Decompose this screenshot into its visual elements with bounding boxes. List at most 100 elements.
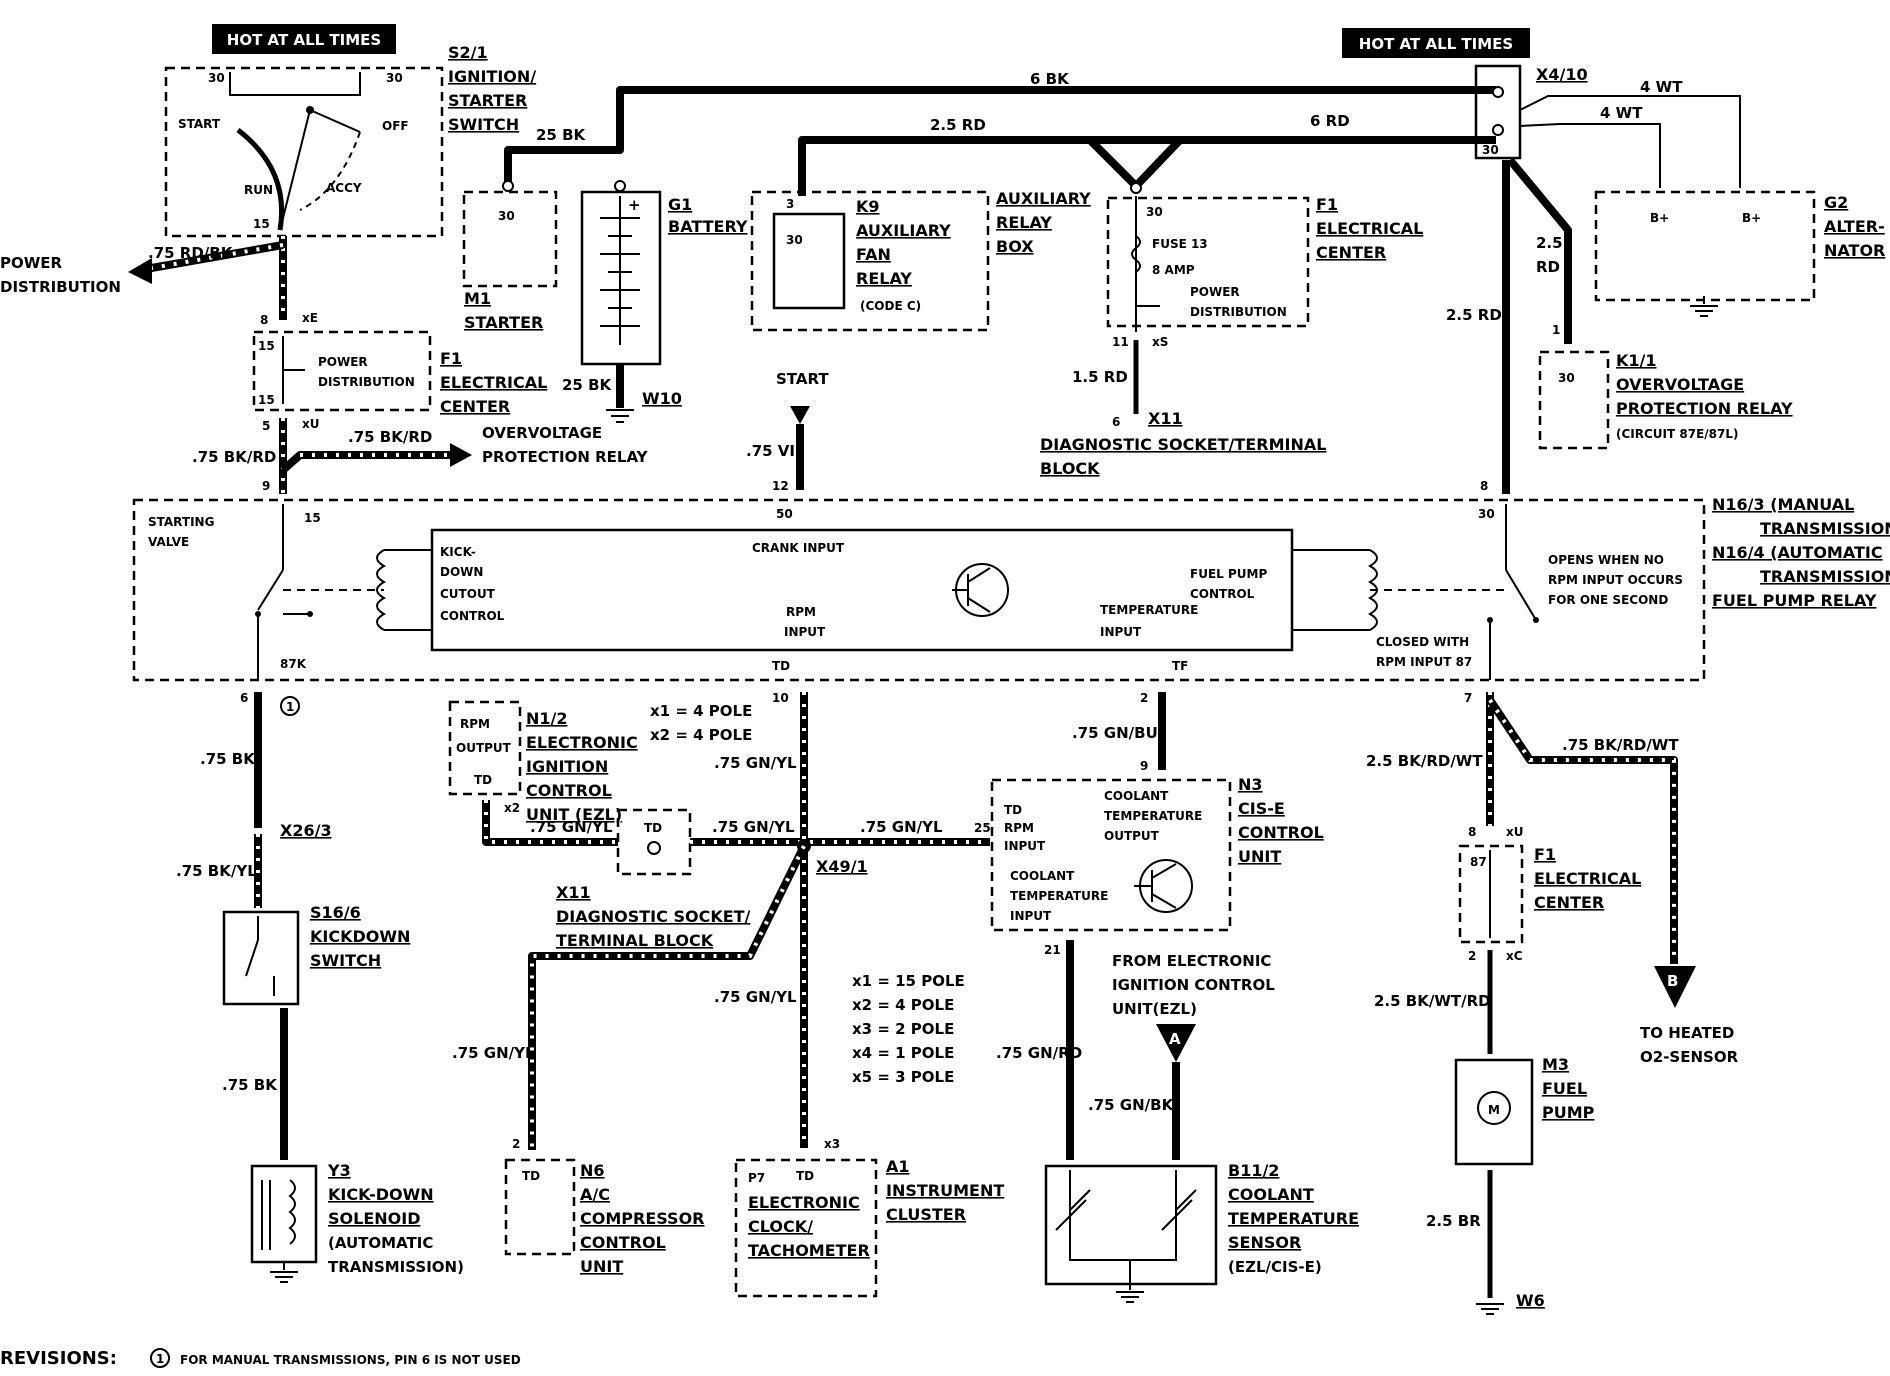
svg-text:11: 11 [1112, 335, 1129, 349]
fuel-pump-box [1454, 1058, 1534, 1166]
svg-text:AUXILIARY: AUXILIARY [996, 189, 1091, 208]
svg-text:.75 GN/YL: .75 GN/YL [860, 818, 943, 836]
svg-text:ELECTRONIC: ELECTRONIC [526, 733, 638, 752]
svg-text:30: 30 [1478, 507, 1495, 521]
svg-text:STARTER: STARTER [448, 91, 527, 110]
svg-text:50: 50 [776, 507, 793, 521]
svg-text:15: 15 [253, 217, 270, 231]
svg-text:Y3: Y3 [327, 1161, 351, 1180]
svg-text:OUTPUT: OUTPUT [456, 741, 512, 755]
svg-text:X26/3: X26/3 [280, 821, 332, 840]
ignition-switch-box [164, 66, 444, 238]
svg-text:CENTER: CENTER [1316, 243, 1386, 262]
svg-text:8 AMP: 8 AMP [1152, 263, 1195, 277]
svg-text:K1/1: K1/1 [1616, 351, 1657, 370]
alternator-box [1594, 190, 1816, 302]
svg-text:6: 6 [1112, 415, 1120, 429]
svg-text:FAN: FAN [856, 245, 891, 264]
svg-text:F1: F1 [1316, 195, 1338, 214]
svg-text:COOLANT: COOLANT [1104, 789, 1169, 803]
svg-text:FOR ONE SECOND: FOR ONE SECOND [1548, 593, 1668, 607]
svg-text:S16/6: S16/6 [310, 903, 361, 922]
connector-a-icon [1156, 1024, 1196, 1062]
svg-text:KICKDOWN: KICKDOWN [310, 927, 410, 946]
svg-text:TEMPERATURE: TEMPERATURE [1010, 889, 1108, 903]
svg-text:TD: TD [796, 1169, 814, 1183]
fuel-pump-relay-box [132, 498, 1706, 682]
instrument-cluster-box [734, 1158, 878, 1298]
k1-1-box [1538, 350, 1610, 450]
svg-text:SWITCH: SWITCH [310, 951, 381, 970]
svg-text:.75 GN/BK: .75 GN/BK [1088, 1096, 1175, 1114]
svg-text:2.5 RD: 2.5 RD [930, 116, 986, 134]
svg-text:N1/2: N1/2 [526, 709, 568, 728]
svg-text:CENTER: CENTER [1534, 893, 1604, 912]
svg-text:30: 30 [1482, 143, 1499, 157]
svg-text:NATOR: NATOR [1824, 241, 1885, 260]
svg-text:RPM: RPM [786, 605, 816, 619]
svg-text:10: 10 [772, 691, 789, 705]
svg-text:DOWN: DOWN [440, 565, 483, 579]
svg-text:P7: P7 [748, 1171, 765, 1185]
svg-text:B+: B+ [1742, 211, 1761, 225]
svg-text:SWITCH: SWITCH [448, 115, 519, 134]
svg-text:6: 6 [240, 691, 248, 705]
svg-text:INPUT: INPUT [1010, 909, 1052, 923]
svg-text:(CIRCUIT 87E/87L): (CIRCUIT 87E/87L) [1616, 427, 1738, 441]
svg-text:x2 = 4 POLE: x2 = 4 POLE [852, 996, 954, 1014]
svg-text:PROTECTION RELAY: PROTECTION RELAY [482, 448, 649, 466]
svg-text:(CODE C): (CODE C) [860, 299, 921, 313]
svg-text:8: 8 [1480, 479, 1488, 493]
svg-text:.75 BK: .75 BK [222, 1076, 278, 1094]
svg-text:.75 GN/YL: .75 GN/YL [530, 818, 613, 836]
svg-text:RPM: RPM [1004, 821, 1034, 835]
svg-text:G1: G1 [668, 195, 692, 214]
svg-text:21: 21 [1044, 943, 1061, 957]
svg-text:SOLENOID: SOLENOID [328, 1209, 420, 1228]
svg-text:.75 BK/RD: .75 BK/RD [192, 448, 276, 466]
svg-text:30: 30 [1558, 371, 1575, 385]
connector-b-icon [1654, 966, 1696, 1008]
svg-text:25 BK: 25 BK [562, 376, 613, 394]
svg-text:x2: x2 [504, 801, 520, 815]
svg-text:CIS-E: CIS-E [1238, 799, 1285, 818]
svg-text:CLOCK/: CLOCK/ [748, 1217, 813, 1236]
svg-text:TEMPERATURE: TEMPERATURE [1104, 809, 1202, 823]
svg-text:xC: xC [1506, 949, 1523, 963]
svg-text:KICK-: KICK- [440, 545, 476, 559]
svg-text:TACHOMETER: TACHOMETER [748, 1241, 870, 1260]
svg-text:UNIT (EZL): UNIT (EZL) [526, 805, 622, 824]
svg-text:8: 8 [260, 313, 268, 327]
svg-text:TF: TF [1172, 659, 1188, 673]
svg-text:RPM INPUT OCCURS: RPM INPUT OCCURS [1548, 573, 1683, 587]
svg-text:7: 7 [1464, 691, 1472, 705]
svg-text:IGNITION: IGNITION [526, 757, 608, 776]
starter-box [462, 190, 558, 288]
svg-text:12: 12 [772, 479, 789, 493]
svg-text:M1: M1 [464, 289, 491, 308]
svg-text:UNIT: UNIT [1238, 847, 1281, 866]
hot-at-all-times-right [1342, 28, 1530, 58]
svg-text:PROTECTION RELAY: PROTECTION RELAY [1616, 399, 1793, 418]
hot-at-all-times-left [212, 24, 396, 54]
svg-text:2: 2 [1140, 691, 1148, 705]
svg-text:DIAGNOSTIC SOCKET/: DIAGNOSTIC SOCKET/ [556, 907, 751, 926]
svg-text:POWER: POWER [0, 254, 63, 272]
ac-compressor-box [504, 1158, 576, 1256]
svg-text:M: M [1488, 1103, 1500, 1117]
svg-text:87K: 87K [280, 657, 307, 671]
svg-text:(EZL/CIS-E): (EZL/CIS-E) [1228, 1258, 1322, 1276]
svg-text:x1 = 4 POLE: x1 = 4 POLE [650, 702, 752, 720]
svg-text:OPENS WHEN NO: OPENS WHEN NO [1548, 553, 1664, 567]
f1-right-box [1458, 844, 1524, 944]
svg-text:POWER: POWER [1190, 285, 1240, 299]
svg-text:COMPRESSOR: COMPRESSOR [580, 1209, 705, 1228]
svg-text:15: 15 [304, 511, 321, 525]
svg-text:DISTRIBUTION: DISTRIBUTION [318, 375, 415, 389]
svg-text:X11: X11 [556, 883, 591, 902]
svg-text:K9: K9 [856, 197, 880, 216]
hot-right-text: HOT AT ALL TIMES [1359, 35, 1513, 53]
svg-text:BATTERY: BATTERY [668, 217, 748, 236]
svg-text:2.5 BR: 2.5 BR [1426, 1212, 1481, 1230]
svg-text:FUEL PUMP RELAY: FUEL PUMP RELAY [1712, 591, 1877, 610]
